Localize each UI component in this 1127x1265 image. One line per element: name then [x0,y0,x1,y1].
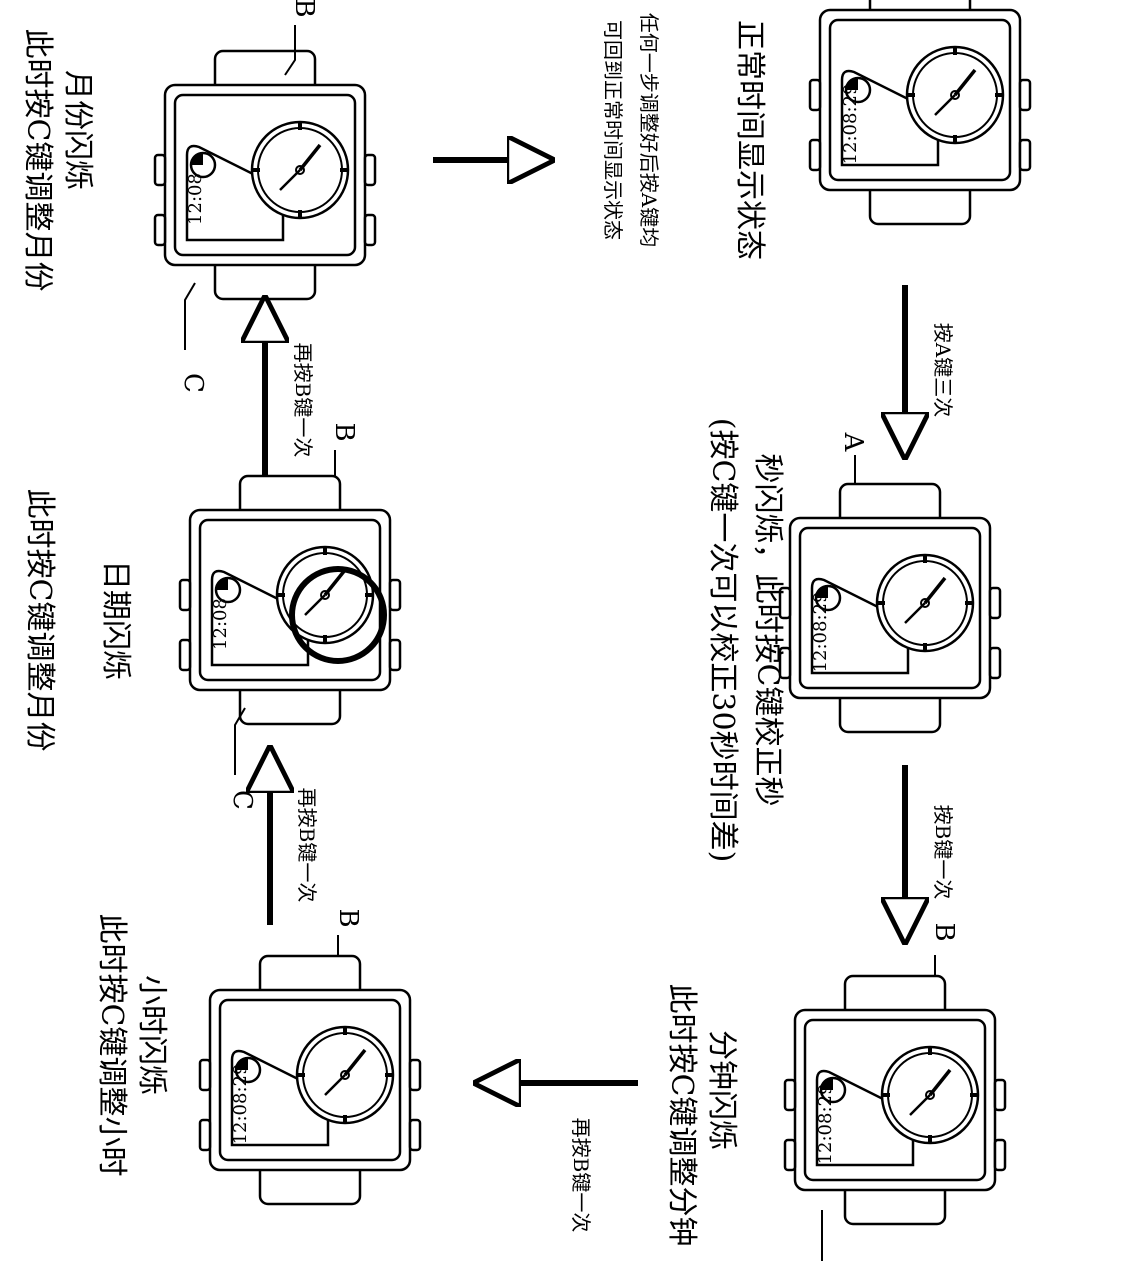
caption-normal: 正常时间显示状态 [732,20,767,260]
watch-minute: 12:08:29 [783,974,1007,1226]
button-b-label-low: B [333,908,363,927]
label-b-again-2: 再按B键一次 [295,788,319,903]
button-b-label-2: B [929,922,959,941]
lcd-readout: 12:08:29 [230,1064,251,1145]
watch-month: 12:08 [153,49,377,301]
watch-hour: 12:08:29 [198,954,422,1206]
lcd-readout: 12:08:29 [815,1084,836,1165]
button-b-label-top: B [289,0,319,18]
caption-minute-line2: 此时按C键调整分钟 [664,984,699,1247]
caption-month-line2: 此时按C键调整月份 [20,29,55,292]
label-a-three: 按A键三次 [931,323,955,417]
button-c-leader-mid [234,707,246,775]
label-b-again-1: 再按B键一次 [569,1118,593,1233]
button-c-label-top: C [178,373,208,393]
lcd-readout: 12:08:29 [810,592,831,673]
watch-date: 12:08 [178,474,402,726]
label-b-once: 按B键一次 [931,805,955,900]
caption-second-line1: 秒闪烁，此时按C键校正秒 [750,454,785,807]
caption-date-line1: 日期闪烁 [98,560,133,680]
lcd-readout: 12:08 [185,173,206,225]
caption-hour-line2: 此时按C键调整小时 [94,914,129,1177]
watch-second: 12:08:29 [778,482,1002,734]
caption-date-line2: 此时按C键调整月份 [22,489,57,752]
label-b-again-3: 再按B键一次 [291,343,315,458]
lcd-readout: 12:08:29 [840,84,861,165]
button-c-label-mid: C [227,790,257,810]
caption-hour-line1: 小时闪烁 [134,975,169,1095]
button-b-label-mid: B [329,422,359,441]
button-b-leader-top [284,25,296,76]
button-a-label: A [838,432,868,453]
caption-second-line2: (按C键一次可以校正30秒时间差) [705,418,740,863]
caption-month-line1: 月份闪烁 [60,70,95,190]
note-line2: 可回到正常时间显示状态 [601,20,625,240]
button-c-leader-top [184,282,196,350]
caption-minute-line1: 分钟闪烁 [704,1030,739,1150]
note-line1: 任何一步调整好后按A键均 [637,13,661,247]
lcd-readout: 12:08 [210,598,231,650]
watch-normal: 12:08:29 [808,0,1032,226]
